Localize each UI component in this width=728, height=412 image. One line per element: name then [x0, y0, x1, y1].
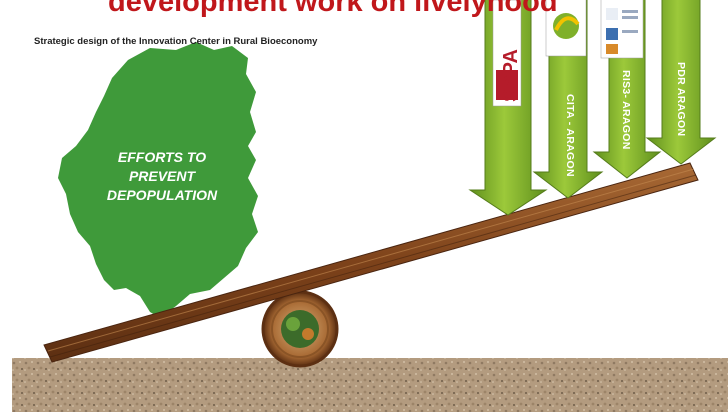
page-title: development work on livelyhood [108, 0, 558, 18]
region-label-line: EFFORTS TO [117, 149, 207, 165]
region-label-line: DEPOPULATION [106, 187, 218, 203]
region-label: EFFORTS TO PREVENT DEPOPULATION [98, 148, 226, 205]
region-map-shape [58, 42, 258, 318]
gravel-texture [12, 358, 728, 412]
region-label-line: PREVENT [128, 168, 196, 184]
arrow-label-ris3: RIS3- ARAGON [620, 70, 632, 150]
arrow-pdr [645, 0, 717, 165]
plank-beam [43, 162, 699, 363]
sspa-logo-text: SSPA [500, 49, 522, 102]
page-subtitle: Strategic design of the Innovation Cente… [34, 36, 318, 47]
log-fulcrum [261, 290, 339, 368]
arrow-ris3 [592, 0, 662, 179]
arrow-sspa [468, 0, 548, 216]
arrow-cita [532, 0, 604, 199]
arrow-label-pdr: PDR ARAGON [675, 62, 687, 137]
arrow-label-cita: CITA - ARAGON [564, 94, 576, 177]
